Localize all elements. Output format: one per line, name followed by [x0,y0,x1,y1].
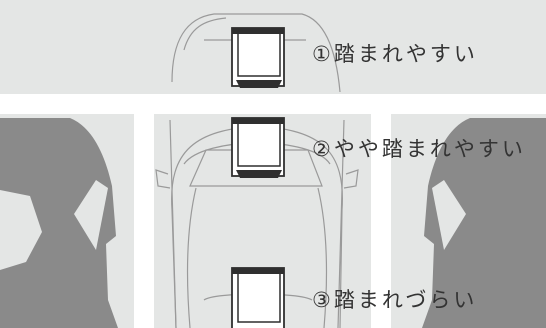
parking-horizontal-line [0,94,546,114]
label-zone-1: ①踏まれやすい [312,42,478,66]
floor-mat-2 [231,117,285,178]
label-zone-3: ③踏まれづらい [312,288,478,312]
neighbor-car-right [422,118,546,328]
floor-mat-3 [231,267,285,328]
parking-divider-right [371,114,391,328]
parking-divider-left [134,114,154,328]
floor-mat-1 [231,27,285,88]
neighbor-car-left [0,118,118,328]
parking-lines [0,94,546,328]
label-zone-2: ②やや踏まれやすい [312,137,526,161]
